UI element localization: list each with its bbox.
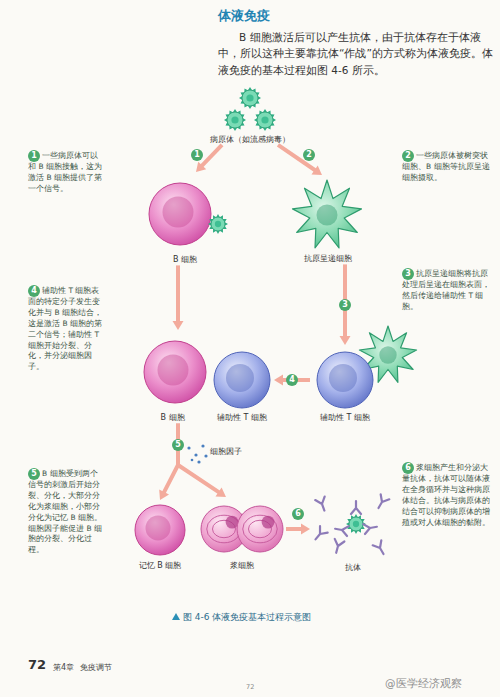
- arrow-head: [216, 487, 227, 497]
- arrow-head: [340, 336, 351, 345]
- arrow-shaft: [163, 423, 178, 493]
- cell-label: 辅助性 T 细胞: [310, 412, 380, 423]
- cell-node: 浆细胞: [198, 497, 286, 571]
- page-number: 72: [28, 657, 46, 672]
- heading: 体液免疫: [218, 8, 270, 25]
- cell-node: 辅助性 T 细胞: [310, 345, 380, 423]
- cytokine-dots: [187, 444, 207, 463]
- callout-number: 3: [402, 268, 414, 280]
- cell-illustration: [198, 497, 286, 560]
- cell-node: 病原体（如流感病毒）: [195, 86, 305, 145]
- cell-node: 抗体: [310, 490, 395, 573]
- cell-illustration: [280, 175, 375, 253]
- callout-number: 2: [402, 150, 414, 162]
- figure-caption: 图 4-6 体液免疫基本过程示意图: [183, 611, 311, 624]
- flow-arrow: [159, 423, 178, 500]
- page-number: 72: [246, 683, 254, 691]
- arrow-head: [312, 165, 323, 175]
- arrow-head: [301, 524, 310, 535]
- callout-text: 浆细胞产生和分泌大量抗体，抗体可以随体液在全身循环并与这种病原体结合。抗体与病原…: [402, 463, 490, 527]
- cell-label: 抗体: [310, 562, 395, 573]
- cytokine-label: 细胞因子: [210, 447, 242, 457]
- arrow-shaft: [286, 527, 303, 531]
- arrow-head: [196, 162, 206, 172]
- cell-label: 辅助性 T 细胞: [210, 412, 274, 423]
- cell-illustration: [195, 86, 305, 134]
- callout-note: 3抗原呈递细胞将抗原处理后呈递在细胞表面，然后传递给辅助性 T 细胞。: [402, 268, 492, 313]
- cell-label: 记忆 B 细胞: [125, 560, 195, 571]
- callout-text: 抗原呈递细胞将抗原处理后呈递在细胞表面，然后传递给辅助性 T 细胞。: [402, 269, 490, 311]
- arrow-shaft: [278, 145, 316, 171]
- cell-node: 记忆 B 细胞: [125, 500, 195, 571]
- callout-number: 3: [339, 299, 351, 311]
- flow-arrow: [178, 423, 226, 497]
- flow-arrow: [286, 524, 310, 535]
- arrow-shaft: [201, 145, 222, 167]
- cell-illustration: [135, 330, 210, 412]
- callout-text: 一些病原体被树突状细胞、B 细胞等抗原呈递细胞摄取。: [402, 151, 490, 182]
- section-label: 免疫调节: [80, 662, 112, 673]
- callout-number: 4: [28, 285, 40, 297]
- flow-arrow: [173, 265, 184, 330]
- watermark: @医学经济观察: [385, 677, 462, 691]
- cell-illustration: [210, 345, 274, 412]
- cell-label: 抗原呈递细胞: [280, 253, 375, 264]
- cell-node: 辅助性 T 细胞: [210, 345, 274, 423]
- callout-note: 4辅助性 T 细胞表面的特定分子发生变化并与 B 细胞结合，这是激活 B 细胞的…: [28, 285, 102, 373]
- arrow-shaft: [176, 265, 180, 323]
- cell-node: B 细胞: [135, 330, 210, 423]
- callout-note: 1一些病原体可以和 B 细胞接触，这为激活 B 细胞提供了第一个信号。: [28, 150, 102, 195]
- intro-paragraph: B 细胞激活后可以产生抗体，由于抗体存在于体液中，所以这种主要靠抗体“作战”的方…: [218, 29, 493, 78]
- callout-number: 1: [191, 149, 203, 161]
- cell-illustration: [125, 500, 195, 560]
- callout-note: 6浆细胞产生和分泌大量抗体，抗体可以随体液在全身循环并与这种病原体结合。抗体与病…: [402, 462, 492, 528]
- cell-node: 抗原呈递细胞: [280, 175, 375, 264]
- cell-label: B 细胞: [140, 254, 230, 265]
- callout-number: 4: [286, 374, 298, 386]
- arrow-head: [159, 490, 169, 501]
- arrow-head: [173, 321, 184, 330]
- cell-label: 浆细胞: [198, 560, 286, 571]
- callout-text: 辅助性 T 细胞表面的特定分子发生变化并与 B 细胞结合，这是激活 B 细胞的第…: [28, 286, 102, 371]
- cell-label: 病原体（如流感病毒）: [195, 134, 305, 145]
- chapter-label: 第4章: [53, 662, 74, 673]
- callout-text: B 细胞受到两个信号的刺激后开始分裂、分化，大部分分化为浆细胞，小部分分化为记忆…: [28, 469, 102, 554]
- cell-illustration: [140, 172, 230, 254]
- flow-arrow: [278, 145, 322, 175]
- arrow-shaft: [178, 423, 220, 493]
- callout-note: 2一些病原体被树突状细胞、B 细胞等抗原呈递细胞摄取。: [402, 150, 492, 184]
- callout-number: 5: [28, 468, 40, 480]
- cell-illustration: [310, 490, 395, 562]
- flow-arrow: [340, 264, 351, 345]
- callout-number: 6: [402, 462, 414, 474]
- callout-number: 1: [28, 150, 40, 162]
- flow-arrow: [274, 375, 310, 386]
- callout-note: 5B 细胞受到两个信号的刺激后开始分裂、分化，大部分分化为浆细胞，小部分分化为记…: [28, 468, 102, 556]
- callout-number: 5: [172, 439, 184, 451]
- cell-node: B 细胞: [140, 172, 230, 265]
- cell-illustration: [310, 345, 380, 412]
- arrow-head: [274, 375, 283, 386]
- caption-triangle: [172, 613, 180, 620]
- callout-number: 2: [303, 149, 315, 161]
- callout-number: 6: [292, 508, 304, 520]
- cell-label: B 细胞: [135, 412, 210, 423]
